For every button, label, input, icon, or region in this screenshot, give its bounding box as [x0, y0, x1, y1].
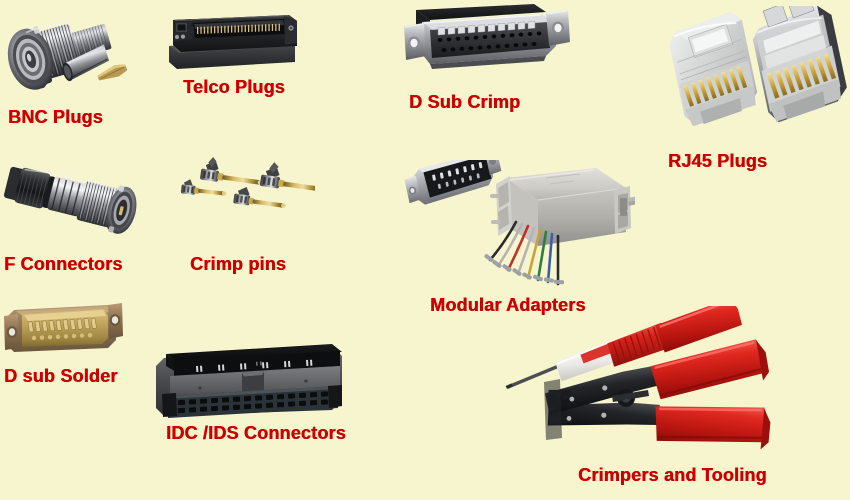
label-crimpers-and-tooling: Crimpers and Tooling: [578, 465, 767, 485]
crimp-pins-image: [170, 152, 315, 252]
rj45-plugs-image: [663, 6, 848, 142]
label-idc-ids-connectors: IDC /IDS Connectors: [166, 423, 346, 443]
label-modular-adapters: Modular Adapters: [430, 295, 586, 315]
label-rj45-plugs: RJ45 Plugs: [668, 151, 768, 171]
d-sub-crimp-image: [386, 2, 581, 86]
label-d-sub-solder: D sub Solder: [4, 366, 118, 386]
idc-ids-connectors-image: [156, 342, 351, 422]
crimpers-and-tooling-image: [498, 306, 850, 462]
label-crimp-pins: Crimp pins: [190, 254, 287, 274]
label-telco-plugs: Telco Plugs: [183, 77, 285, 97]
bnc-plugs-image: [0, 0, 150, 105]
label-d-sub-crimp: D Sub Crimp: [409, 92, 521, 112]
f-connectors-image: [0, 160, 145, 252]
label-bnc-plugs: BNC Plugs: [8, 107, 103, 127]
label-f-connectors: F Connectors: [4, 254, 123, 274]
modular-adapters-image: [400, 160, 635, 292]
telco-plugs-image: [163, 12, 303, 74]
d-sub-solder-image: [4, 300, 124, 358]
